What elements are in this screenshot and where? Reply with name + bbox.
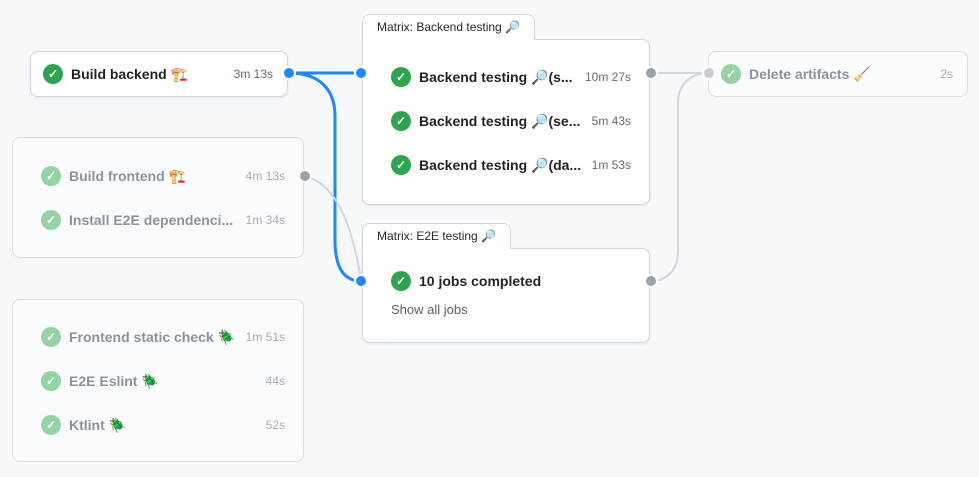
job-row-backend-testing-3[interactable]: ✓ Backend testing 🔎(da... 1m 53s	[363, 143, 649, 187]
job-label: Delete artifacts 🧹	[749, 65, 871, 82]
check-circle-icon: ✓	[391, 155, 411, 175]
matrix-summary-row: ✓ 10 jobs completed	[363, 261, 649, 301]
job-row-install-e2e-dependencies[interactable]: ✓ Install E2E dependenci... 1m 34s	[13, 198, 303, 242]
job-row-build-frontend[interactable]: ✓ Build frontend 🏗️ 4m 13s	[13, 154, 303, 198]
job-label: Build frontend 🏗️	[69, 167, 186, 184]
check-circle-icon: ✓	[43, 64, 63, 84]
edge-dot-matrix-e2e-out	[644, 274, 658, 288]
job-duration: 52s	[265, 418, 285, 432]
job-label: Frontend static check 🪲	[69, 328, 236, 345]
matrix-summary-label: 10 jobs completed	[419, 273, 542, 289]
job-duration: 3m 13s	[233, 67, 273, 81]
edge-dot-matrix-backend-out	[644, 66, 658, 80]
show-all-jobs-link[interactable]: Show all jobs	[391, 302, 468, 317]
job-label: Backend testing 🔎(da...	[419, 156, 582, 173]
job-label: Ktlint 🪲	[69, 416, 127, 433]
job-duration: 1m 34s	[245, 213, 285, 227]
job-duration: 44s	[265, 374, 285, 388]
job-row-backend-testing-2[interactable]: ✓ Backend testing 🔎(se... 5m 43s	[363, 99, 649, 143]
job-duration: 4m 13s	[245, 169, 285, 183]
matrix-group-backend-testing: Matrix: Backend testing 🔎 ✓ Backend test…	[362, 14, 650, 205]
check-circle-icon: ✓	[41, 210, 61, 230]
job-row-backend-testing-1[interactable]: ✓ Backend testing 🔎(s... 10m 27s	[363, 55, 649, 99]
edge-dot-matrix-e2e-in	[354, 274, 368, 288]
job-row-e2e-eslint[interactable]: ✓ E2E Eslint 🪲 44s	[13, 359, 303, 403]
edge-matrix-e2e-to-delete-artifacts	[650, 72, 710, 282]
edge-dot-frontend-group-out	[298, 169, 312, 183]
check-circle-icon: ✓	[721, 64, 741, 84]
job-card-delete-artifacts[interactable]: ✓ Delete artifacts 🧹 2s	[708, 51, 968, 97]
job-duration: 5m 43s	[591, 114, 631, 128]
group-card-frontend: ✓ Build frontend 🏗️ 4m 13s ✓ Install E2E…	[12, 137, 304, 258]
check-circle-icon: ✓	[41, 415, 61, 435]
edge-frontend-group-to-matrix-e2e	[304, 175, 362, 282]
matrix-tab-e2e-testing: Matrix: E2E testing 🔎	[362, 223, 511, 249]
job-duration: 2s	[940, 67, 953, 81]
matrix-group-e2e-testing: Matrix: E2E testing 🔎 ✓ 10 jobs complete…	[362, 223, 650, 343]
check-circle-icon: ✓	[41, 327, 61, 347]
check-circle-icon: ✓	[391, 67, 411, 87]
group-card-static-checks: ✓ Frontend static check 🪲 1m 51s ✓ E2E E…	[12, 299, 304, 462]
job-duration: 1m 53s	[591, 158, 631, 172]
job-card-build-backend[interactable]: ✓ Build backend 🏗️ 3m 13s	[30, 51, 288, 97]
edge-dot-build-backend-out	[282, 66, 296, 80]
check-circle-icon: ✓	[41, 371, 61, 391]
job-label: Backend testing 🔎(s...	[419, 68, 573, 85]
edge-dot-delete-artifacts-in	[702, 66, 716, 80]
job-label: Build backend 🏗️	[71, 65, 189, 82]
edge-build-backend-to-matrix-e2e	[288, 71, 362, 283]
job-duration: 10m 27s	[584, 70, 631, 84]
check-circle-icon: ✓	[41, 166, 61, 186]
job-row-frontend-static-check[interactable]: ✓ Frontend static check 🪲 1m 51s	[13, 315, 303, 359]
check-circle-icon: ✓	[391, 111, 411, 131]
job-row-ktlint[interactable]: ✓ Ktlint 🪲 52s	[13, 403, 303, 447]
matrix-tab-backend-testing: Matrix: Backend testing 🔎	[362, 14, 535, 40]
job-label: Backend testing 🔎(se...	[419, 112, 581, 129]
job-duration: 1m 51s	[245, 330, 285, 344]
edge-dot-matrix-backend-in	[354, 66, 368, 80]
job-label: Install E2E dependenci...	[69, 212, 234, 228]
job-label: E2E Eslint 🪲	[69, 372, 159, 389]
check-circle-icon: ✓	[391, 271, 411, 291]
